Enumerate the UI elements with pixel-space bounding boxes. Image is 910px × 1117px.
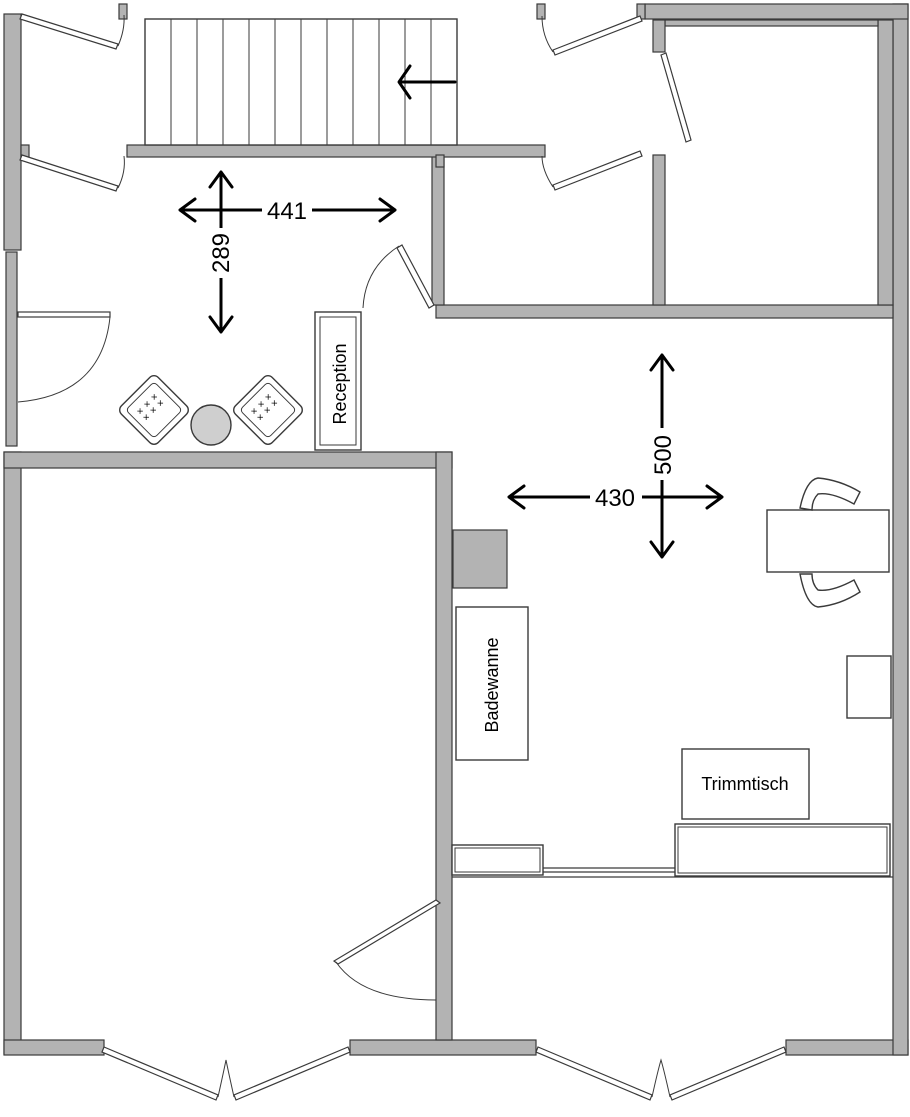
wall-corner-block bbox=[652, 19, 666, 53]
wall-reception-stub bbox=[435, 154, 445, 168]
counter-left bbox=[451, 844, 544, 876]
door-front-right-b[interactable] bbox=[669, 1046, 787, 1101]
outer-wall-top-right bbox=[644, 3, 909, 20]
outer-wall-bottom-c bbox=[785, 1039, 909, 1056]
chair-bottom bbox=[799, 573, 861, 608]
dimension-room-width: 430 bbox=[595, 485, 635, 512]
reception-label: Reception bbox=[330, 343, 350, 424]
door-office-angled[interactable] bbox=[660, 52, 692, 143]
walls bbox=[3, 3, 909, 1056]
top-wall-mid bbox=[536, 3, 546, 20]
door-stair-right[interactable] bbox=[552, 15, 643, 56]
hall-furniture: × × × × × × × × × × × × Reception bbox=[119, 311, 362, 451]
dimension-hall-depth: 289 bbox=[208, 233, 235, 273]
dimension-room-depth: 500 bbox=[650, 435, 677, 475]
wall-closet-left bbox=[431, 154, 445, 306]
door-front-left-b[interactable] bbox=[233, 1046, 351, 1101]
door-reception[interactable] bbox=[396, 244, 435, 309]
door-front-right-a[interactable] bbox=[535, 1046, 653, 1101]
dimension-hall-width: 441 bbox=[267, 198, 307, 225]
outer-wall-bottom-a bbox=[3, 1039, 105, 1056]
dimension-hall: 441 289 bbox=[178, 170, 397, 334]
trim-table-label: Trimmtisch bbox=[701, 774, 788, 794]
outer-wall-left-top bbox=[3, 13, 22, 251]
outer-wall-bottom-b bbox=[349, 1039, 537, 1056]
door-inner-room[interactable] bbox=[332, 899, 442, 965]
door-front-left-a[interactable] bbox=[101, 1046, 219, 1101]
door-entry-left[interactable] bbox=[17, 311, 111, 318]
top-wall-left bbox=[118, 3, 128, 20]
reception-desk bbox=[314, 311, 362, 451]
outer-wall-right bbox=[892, 3, 909, 1056]
wall-closet-mid bbox=[652, 154, 666, 306]
armchair-left: × × × × × × bbox=[119, 375, 189, 445]
wall-room-divider bbox=[435, 304, 894, 319]
outer-wall-left-bottom bbox=[3, 451, 22, 1055]
round-side-table bbox=[190, 404, 232, 446]
door-closet[interactable] bbox=[552, 150, 643, 191]
wall-stair-bottom bbox=[126, 144, 546, 158]
desk bbox=[766, 509, 890, 573]
wall-inner-right bbox=[877, 19, 894, 306]
fixture-gray-box bbox=[452, 529, 508, 589]
wall-inner-top bbox=[664, 19, 879, 27]
door-hall-top-left[interactable] bbox=[19, 13, 119, 50]
armchair-right: × × × × × × bbox=[233, 375, 303, 445]
outer-wall-left-mid bbox=[5, 251, 18, 447]
dimension-room: 430 500 bbox=[507, 353, 724, 559]
wall-center-vertical bbox=[435, 451, 453, 1041]
trim-table bbox=[681, 748, 810, 820]
bathtub bbox=[455, 606, 529, 761]
grooming-room-furniture: Badewanne Trimmtisch bbox=[451, 477, 893, 878]
cabinet bbox=[846, 655, 892, 719]
wall-reception-row bbox=[3, 451, 453, 469]
doors bbox=[17, 13, 787, 1101]
stair-direction-arrow bbox=[397, 64, 457, 100]
staircase bbox=[144, 18, 458, 146]
chair-top bbox=[799, 477, 861, 511]
bathtub-label: Badewanne bbox=[482, 637, 502, 732]
door-hall-left-lower[interactable] bbox=[19, 154, 119, 192]
counter-right bbox=[674, 823, 891, 877]
